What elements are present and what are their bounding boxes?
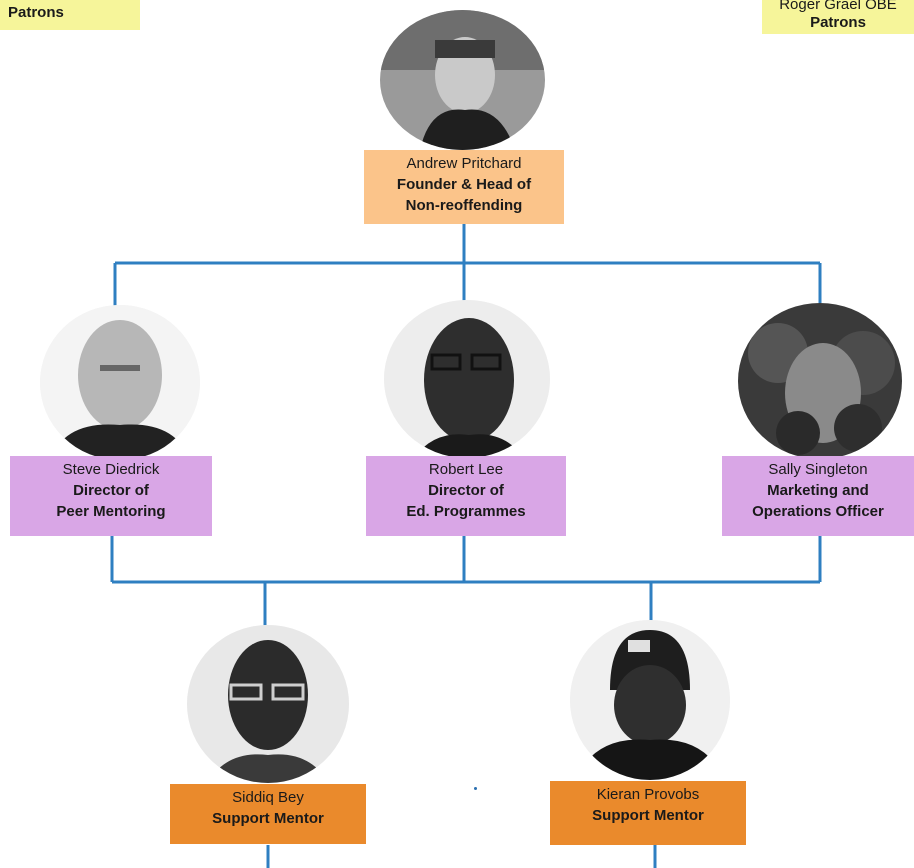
person-photo-icon (187, 625, 349, 783)
person-role: Non-reoffending (405, 197, 523, 214)
person-role: Support Mentor (212, 810, 324, 827)
siddiq-photo (187, 625, 349, 783)
sally-label-box: Sally Singleton Marketing and Operations… (722, 456, 914, 536)
patrons-box-left: Patrons (0, 0, 140, 30)
patron-name: Roger Grael OBE (779, 0, 897, 13)
siddiq-label-box: Siddiq Bey Support Mentor (170, 784, 366, 844)
patrons-box-right: Roger Grael OBE Patrons (762, 0, 914, 34)
person-photo-icon (40, 305, 200, 460)
person-role: Founder & Head of (396, 176, 532, 193)
patrons-label: Patrons (810, 14, 866, 31)
person-name: Andrew Pritchard (406, 155, 522, 172)
person-name: Siddiq Bey (232, 789, 304, 806)
robert-photo (384, 300, 550, 458)
steve-photo (40, 305, 200, 460)
person-role: Marketing and (767, 482, 869, 499)
person-photo-icon (384, 300, 550, 458)
steve-label-box: Steve Diedrick Director of Peer Mentorin… (10, 456, 212, 536)
person-role: Director of (428, 482, 504, 499)
stray-dot (474, 787, 477, 790)
person-role: Peer Mentoring (56, 503, 166, 520)
kieran-photo (570, 620, 730, 780)
patrons-label: Patrons (8, 4, 64, 21)
person-name: Steve Diedrick (62, 461, 160, 478)
person-role: Ed. Programmes (406, 503, 526, 520)
person-photo-icon (738, 303, 902, 459)
sally-photo (738, 303, 902, 459)
person-photo-icon (570, 620, 730, 780)
robert-label-box: Robert Lee Director of Ed. Programmes (366, 456, 566, 536)
person-role: Director of (73, 482, 149, 499)
person-name: Sally Singleton (768, 461, 868, 478)
founder-label-box: Andrew Pritchard Founder & Head of Non-r… (364, 150, 564, 224)
kieran-label-box: Kieran Provobs Support Mentor (550, 781, 746, 845)
person-name: Kieran Provobs (596, 786, 700, 803)
person-photo-icon (380, 10, 545, 150)
person-role: Operations Officer (752, 503, 884, 520)
person-role: Support Mentor (592, 807, 704, 824)
founder-photo (380, 10, 545, 150)
person-name: Robert Lee (428, 461, 504, 478)
